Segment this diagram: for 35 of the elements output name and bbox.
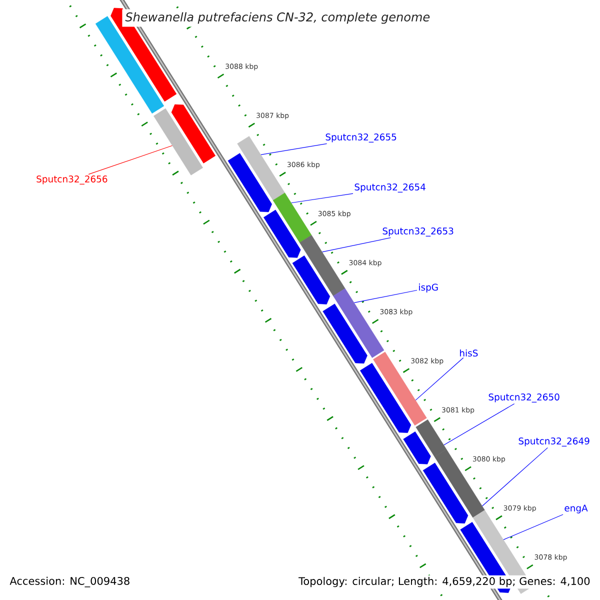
- leader-line: [444, 403, 515, 446]
- gene-label: engA: [564, 504, 588, 514]
- footer-text: Accession: NC_009438: [8, 575, 132, 589]
- gene-label: Sputcn32_2653: [382, 228, 454, 236]
- leader-line: [482, 447, 548, 506]
- title: Shewanella putrefaciens CN-32, complete genome: [122, 9, 434, 27]
- gene-label: Sputcn32_2654: [354, 184, 426, 192]
- gene-label: Sputcn32_2649: [518, 438, 590, 446]
- gene-label: Sputcn32_2655: [326, 134, 396, 142]
- leader-line: [322, 237, 391, 252]
- gene-bar: [154, 108, 203, 176]
- gene-bar: [237, 136, 286, 200]
- leader-line: [354, 290, 418, 304]
- gene-block: [422, 462, 468, 524]
- gene-label: hisS: [460, 349, 478, 357]
- gene-label: Sputcn32_2656: [36, 176, 108, 184]
- gene-bar: [373, 352, 427, 426]
- gene-block: [228, 153, 272, 212]
- gene-block: [403, 431, 431, 464]
- gene-bar: [272, 192, 312, 243]
- leader-line: [260, 143, 328, 155]
- gene-block: [171, 104, 216, 164]
- gene-block: [360, 362, 412, 433]
- gene-bar: [300, 235, 346, 296]
- gene-label: Sputcn32_2650: [488, 394, 560, 402]
- gene-block: [292, 255, 330, 304]
- leader-line: [291, 193, 354, 204]
- footer-text: Topology: circular; Length: 4,659,220 bp; Genes: 4,100: [297, 575, 592, 589]
- leader-line: [503, 514, 564, 540]
- leader-line: [88, 145, 173, 175]
- gene-block: [322, 304, 368, 364]
- gene-block: [264, 210, 301, 258]
- gene-bar: [416, 419, 447, 457]
- gene-label: ispG: [419, 284, 438, 292]
- leader-line: [415, 357, 464, 400]
